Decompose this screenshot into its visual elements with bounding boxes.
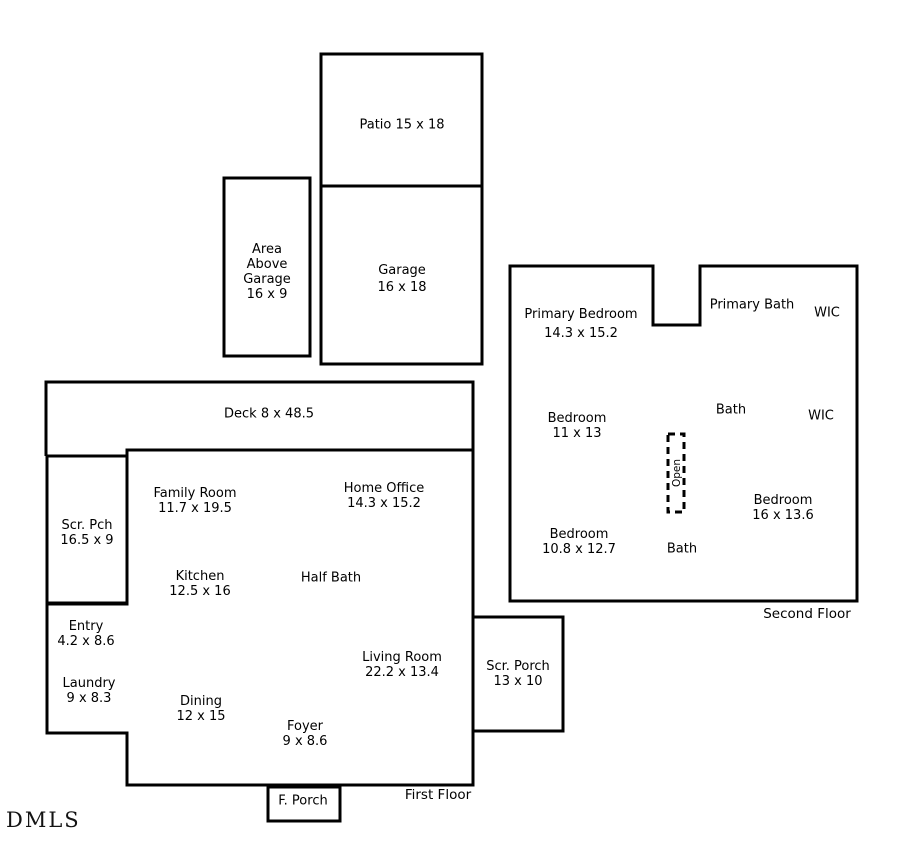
- room-label-laundry: Laundry 9 x 8.3: [62, 676, 116, 706]
- room-label-home-office: Home Office 14.3 x 15.2: [343, 481, 425, 511]
- room-label-bath-bottom: Bath: [666, 541, 698, 557]
- room-label-primary-bedroom: Primary Bedroom 14.3 x 15.2: [524, 307, 638, 341]
- scr-porch-outline: [471, 615, 565, 733]
- room-label-patio: Patio 15 x 18: [359, 117, 445, 133]
- room-label-bedroom-11x13: Bedroom 11 x 13: [547, 411, 607, 441]
- room-label-foyer: Foyer 9 x 8.6: [282, 719, 328, 749]
- room-label-f-porch: F. Porch: [278, 793, 328, 809]
- room-label-dining: Dining 12 x 15: [176, 694, 226, 724]
- room-label-living-room: Living Room 22.2 x 13.4: [362, 650, 442, 680]
- f-porch-outline: [266, 785, 342, 823]
- garage-outline: [319, 184, 484, 366]
- room-label-primary-bath: Primary Bath: [709, 297, 795, 313]
- room-label-bedroom-108x127: Bedroom 10.8 x 12.7: [542, 527, 616, 557]
- room-label-half-bath: Half Bath: [300, 570, 362, 586]
- room-label-deck: Deck 8 x 48.5: [224, 406, 314, 422]
- first-floor-title: First Floor: [404, 787, 472, 803]
- second-floor-title: Second Floor: [763, 606, 851, 622]
- room-label-entry: Entry 4.2 x 8.6: [57, 619, 115, 649]
- room-label-scr-pch: Scr. Pch 16.5 x 9: [60, 518, 114, 548]
- room-label-garage: Garage 16 x 18: [377, 263, 427, 295]
- room-label-kitchen: Kitchen 12.5 x 16: [169, 569, 231, 599]
- mls-watermark: DMLS: [6, 808, 81, 832]
- room-label-area-above-garage: Area Above Garage 16 x 9: [243, 242, 291, 302]
- scr-pch-outline: [45, 454, 129, 605]
- room-label-scr-porch: Scr. Porch 13 x 10: [486, 659, 550, 689]
- room-label-wic-top: WIC: [814, 305, 840, 321]
- open-stairwell-outline: [666, 432, 686, 514]
- area-above-garage-outline: [222, 176, 312, 358]
- room-label-wic-mid: WIC: [808, 408, 834, 424]
- second-floor-outline: [508, 264, 859, 603]
- open-stairwell-label: Open: [671, 459, 683, 487]
- room-label-family-room: Family Room 11.7 x 19.5: [153, 486, 237, 516]
- room-label-bath-mid: Bath: [715, 402, 747, 418]
- room-label-bedroom-16x136: Bedroom 16 x 13.6: [752, 493, 814, 523]
- deck-outline: [44, 380, 475, 456]
